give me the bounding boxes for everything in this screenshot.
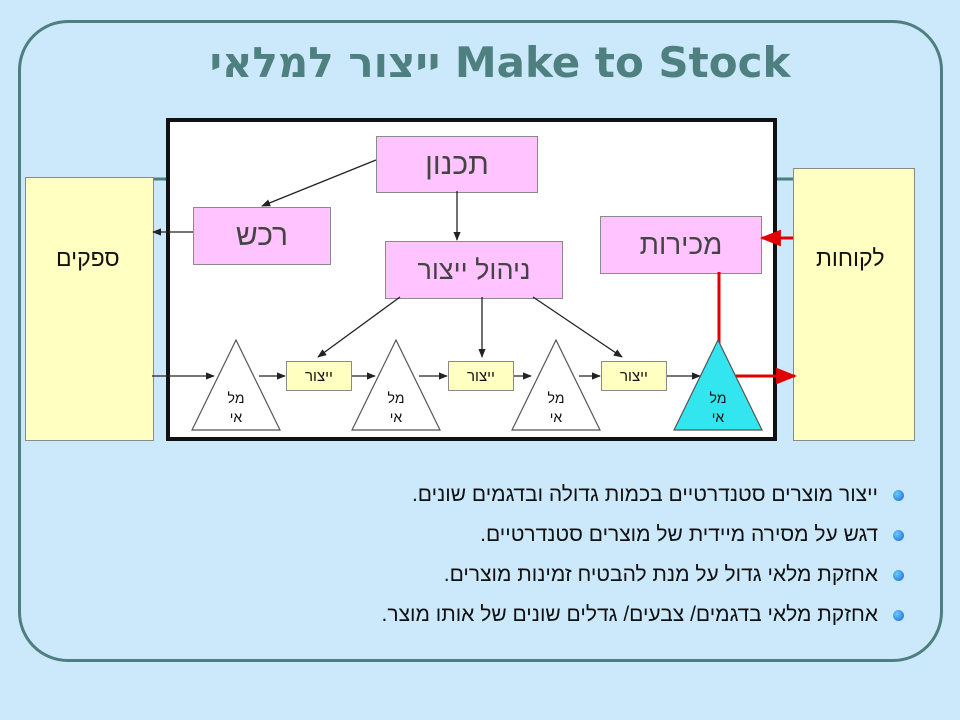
bullet-dot-icon	[893, 530, 904, 541]
production-box-3: ייצור	[601, 361, 667, 391]
bullet-item: אחזקת מלאי בדגמים/ צבעים/ גדלים שונים של…	[192, 603, 912, 627]
bullet-list: ייצור מוצרים סטנדרטיים בכמות גדולה ובדגמ…	[192, 483, 912, 643]
production-box-1: ייצור	[286, 361, 352, 391]
suppliers-box	[25, 177, 154, 441]
inventory-label-3-line2: אי	[549, 409, 563, 425]
inventory-label-final-line1: מל	[709, 390, 727, 406]
customers-label: לקוחות	[816, 245, 885, 271]
bullet-dot-icon	[893, 490, 904, 501]
production-management-box: ניהול ייצור	[385, 241, 563, 299]
bullet-item: דגש על מסירה מיידית של מוצרים סטנדרטיים.	[192, 523, 912, 547]
inventory-label-1: מל אי	[211, 389, 261, 427]
slide-title: ייצור למלאי Make to Stock	[209, 38, 791, 87]
inventory-label-3-line1: מל	[547, 390, 565, 406]
suppliers-label: ספקים	[56, 245, 120, 271]
bullet-text: אחזקת מלאי גדול על מנת להבטיח זמינות מוצ…	[443, 563, 878, 586]
inventory-label-2: מל אי	[371, 389, 421, 427]
bullet-dot-icon	[893, 610, 904, 621]
production-box-2: ייצור	[448, 361, 514, 391]
bullet-item: ייצור מוצרים סטנדרטיים בכמות גדולה ובדגמ…	[192, 483, 912, 507]
bullet-text: אחזקת מלאי בדגמים/ צבעים/ גדלים שונים של…	[381, 603, 878, 626]
inventory-label-final-line2: אי	[711, 409, 725, 425]
inventory-label-2-line1: מל	[387, 390, 405, 406]
customers-box	[793, 168, 915, 441]
purchasing-box: רכש	[193, 207, 331, 265]
inventory-label-1-line2: אי	[229, 409, 243, 425]
inventory-label-3: מל אי	[531, 389, 581, 427]
bullet-item: אחזקת מלאי גדול על מנת להבטיח זמינות מוצ…	[192, 563, 912, 587]
sales-box: מכירות	[600, 216, 762, 274]
inventory-label-1-line1: מל	[227, 390, 245, 406]
bullet-dot-icon	[893, 570, 904, 581]
bullet-text: דגש על מסירה מיידית של מוצרים סטנדרטיים.	[480, 523, 878, 546]
inventory-label-2-line2: אי	[389, 409, 403, 425]
planning-box: תכנון	[376, 136, 538, 193]
inventory-label-final: מל אי	[693, 389, 743, 427]
slide-frame	[18, 20, 943, 662]
bullet-text: ייצור מוצרים סטנדרטיים בכמות גדולה ובדגמ…	[411, 483, 878, 506]
